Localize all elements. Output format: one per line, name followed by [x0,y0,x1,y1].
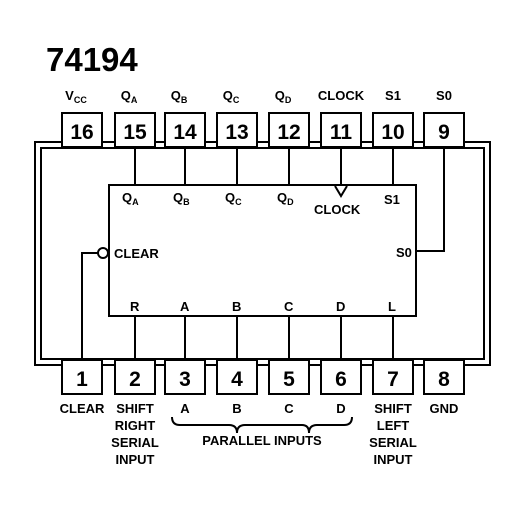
pin-label: INPUT [374,452,413,467]
pin-number: 14 [173,121,197,144]
pin-number: 16 [70,121,93,144]
pin-number: 3 [179,368,191,391]
clock-triangle-icon [334,185,348,198]
pin-number: 5 [283,368,295,391]
top-pin-14: 14 QB [164,88,206,148]
top-pin-row: 16 VCC 15 QA 14 QB 13 QC 12 QD 11 CLOCK 10 S1 9 S0 [61,88,465,148]
pin-box [320,112,362,148]
pin-label: QD [275,88,292,105]
parallel-inputs-brace [171,416,353,434]
inner-d-label: D [336,299,345,314]
inner-qb-label: QB [173,190,190,207]
top-connections [134,147,445,252]
inner-a-label: A [180,299,190,314]
pin-box [268,112,310,148]
pin-number: 7 [387,368,399,391]
pin-label: B [232,401,241,416]
inner-qd-label: QD [277,190,294,207]
pin-label: A [180,401,190,416]
pin-label: SERIAL [369,435,417,450]
pin-label: LEFT [377,418,410,433]
chip-title: 74194 [46,41,138,78]
pin-label: QB [171,88,188,105]
inner-qc-label: QC [225,190,242,207]
inner-s1-label: S1 [384,192,400,207]
top-pin-9: 9 S0 [423,88,465,148]
pin-box [268,359,310,395]
pin-label: S0 [436,88,452,103]
pin-number: 13 [225,121,248,144]
bottom-connections [81,252,394,360]
inner-qa-label: QA [122,190,139,207]
pin-label: C [284,401,294,416]
top-pin-10: 10 S1 [372,88,414,148]
parallel-inputs-label: PARALLEL INPUTS [202,433,322,448]
top-pin-16: 16 VCC [61,88,103,148]
pin-label: GND [430,401,459,416]
clear-inversion-bubble [97,247,109,259]
logic-block [108,184,417,317]
top-pin-12: 12 QD [268,88,310,148]
pin-box [216,359,258,395]
wire-clear [81,252,98,360]
pin-number: 2 [129,368,141,391]
pin-label: QC [223,88,240,105]
inner-r-label: R [130,299,140,314]
pin-number: 4 [231,368,243,391]
pin-box [114,359,156,395]
pin-label: D [336,401,345,416]
inner-c-label: C [284,299,294,314]
pin-box [423,359,465,395]
pin-number: 12 [277,121,300,144]
pin-label: CLEAR [60,401,105,416]
pin-label: INPUT [116,452,155,467]
inner-clock-label: CLOCK [314,202,361,217]
bottom-pin-row: 1CLEAR2SHIFTRIGHTSERIALINPUT3A4B5C6D7SHI… [60,359,465,467]
bottom-pin-3: 3A [164,359,206,416]
inner-l-label: L [388,299,396,314]
pin-box [61,359,103,395]
pin-label: SERIAL [111,435,159,450]
top-pin-13: 13 QC [216,88,258,148]
pin-number: 9 [438,121,450,144]
pin-box [320,359,362,395]
pin-box [164,359,206,395]
pin-label: SHIFT [116,401,154,416]
pin-number: 8 [438,368,450,391]
pin-box [372,359,414,395]
pin-label: SHIFT [374,401,412,416]
package-outline-outer [34,141,491,366]
pin-number: 11 [330,121,353,144]
pin-box [61,112,103,148]
pin-number: 1 [76,368,88,391]
pin-label: VCC [65,88,87,105]
pin-box [423,112,465,148]
inner-s0-label: S0 [396,245,412,260]
inner-clear-label: CLEAR [114,246,159,261]
pin-number: 10 [381,121,404,144]
bottom-pin-6: 6D [320,359,362,416]
pin-number: 6 [335,368,347,391]
pin-label: S1 [385,88,401,103]
pin-label: QA [121,88,138,105]
bottom-pin-5: 5C [268,359,310,416]
pin-label: RIGHT [115,418,156,433]
pin-box [164,112,206,148]
bottom-pin-4: 4B [216,359,258,416]
pin-number: 15 [123,121,147,144]
package-outline-inner [40,147,485,360]
top-pin-15: 15 QA [114,88,156,148]
pin-label: CLOCK [318,88,365,103]
wire-s0 [416,147,445,252]
inner-b-label: B [232,299,241,314]
top-pin-11: 11 CLOCK [318,88,365,148]
pin-box [114,112,156,148]
